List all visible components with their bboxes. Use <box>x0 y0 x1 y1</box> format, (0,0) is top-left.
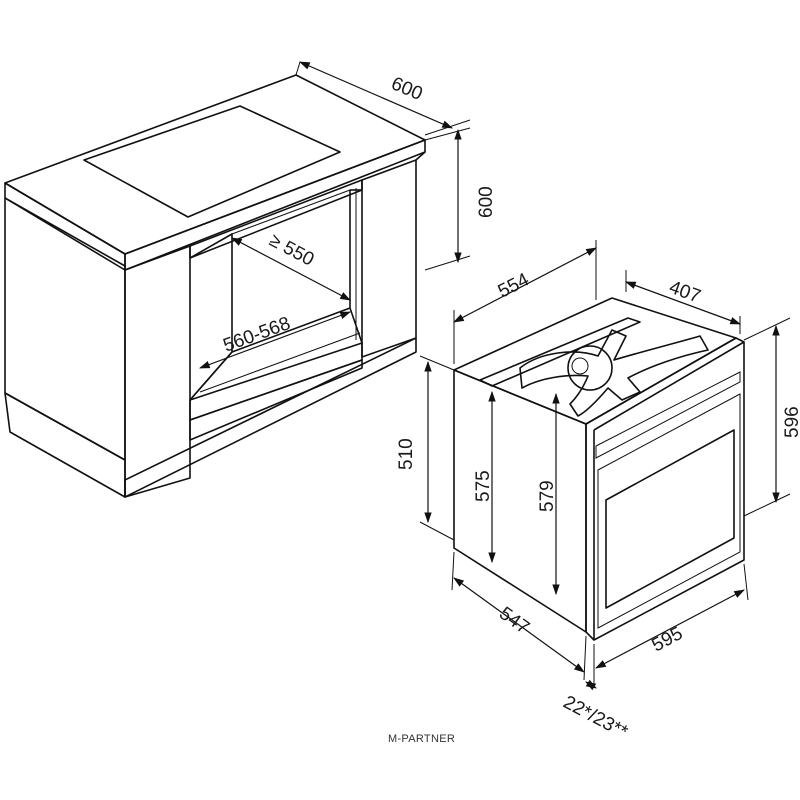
dim-oven-height-579: 579 <box>537 392 560 596</box>
label-niche-height: 600 <box>476 186 497 218</box>
oven-front-panel <box>585 337 745 641</box>
oven-body-top <box>453 297 737 425</box>
dim-oven-height-575: 575 <box>473 390 496 564</box>
cabinet-plinth <box>4 392 126 498</box>
cabinet-front-right <box>361 159 417 358</box>
label-oven-front-width: 595 <box>648 623 686 656</box>
oven-heating-element <box>519 329 709 417</box>
dim-oven-front-width: 595 <box>593 563 749 684</box>
label-oven-depth-bottom: 547 <box>495 603 533 639</box>
countertop-left-edge <box>4 182 126 271</box>
cabinet-front-left <box>124 245 191 498</box>
cabinet-base-front <box>124 337 417 498</box>
label-front-panel-depth: 22*/23** <box>560 692 632 744</box>
oven-door-frame <box>597 393 741 629</box>
oven-control-strip <box>595 371 741 459</box>
dim-oven-side-height: 510 <box>396 355 455 541</box>
dim-front-panel-depth: 22*/23** <box>560 679 632 744</box>
oven-fan-ring <box>567 345 613 391</box>
cabinet-top-right-back <box>415 151 426 161</box>
label-oven-top-width: 407 <box>666 277 703 308</box>
dim-oven-depth-bottom: 547 <box>451 551 587 681</box>
label-oven-side-height: 510 <box>396 438 417 470</box>
dim-oven-front-height: 596 <box>743 317 800 517</box>
oven-window <box>605 429 735 609</box>
dim-niche-depth: ≥ 550 <box>231 230 351 301</box>
label-oven-height-579: 579 <box>537 480 558 512</box>
label-oven-front-height: 596 <box>782 406 800 438</box>
oven <box>453 297 745 641</box>
dim-oven-top-width: 407 <box>624 270 742 334</box>
cabinet-lower-drawer <box>189 359 363 441</box>
cabinet-left-side <box>4 197 126 461</box>
kitchen-cabinet <box>4 74 426 498</box>
dim-niche-width: 560-568 <box>198 311 352 369</box>
dim-oven-body-depth: 554 <box>453 240 597 364</box>
label-oven-height-575: 575 <box>473 470 494 502</box>
dim-niche-height: 600 <box>424 119 497 271</box>
oven-front-panel-edge <box>593 341 745 431</box>
credit-watermark: M-PARTNER <box>388 733 456 745</box>
label-cabinet-depth: 600 <box>388 73 425 105</box>
cooktop <box>83 105 341 218</box>
oven-fan-hub <box>571 357 589 375</box>
label-niche-depth: ≥ 550 <box>266 230 318 271</box>
cabinet-front-plinth <box>189 342 363 421</box>
